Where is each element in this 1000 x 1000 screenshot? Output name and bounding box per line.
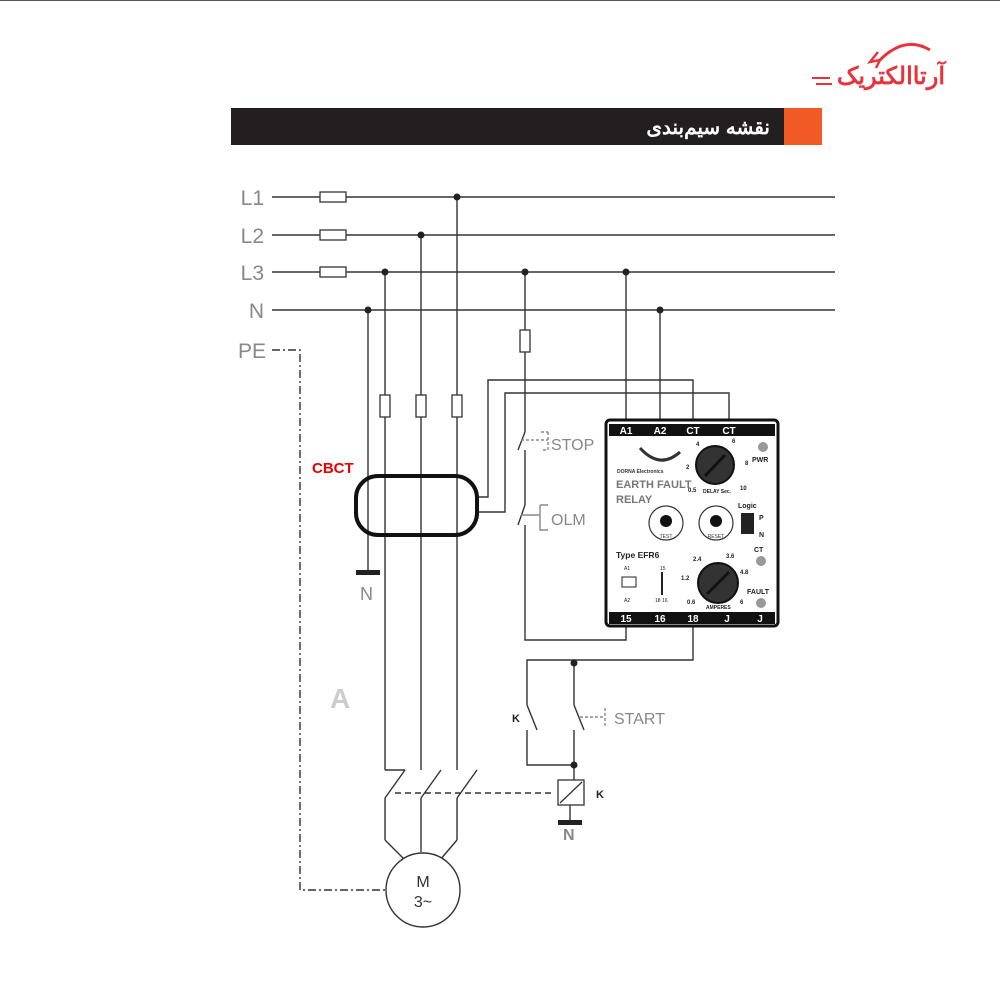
terminal-j2: J — [757, 614, 763, 625]
ct-label: CT — [754, 547, 764, 554]
relay-coil-symbol — [621, 576, 637, 588]
terminal-a1: A1 — [620, 426, 633, 437]
logic-label: Logic — [738, 503, 757, 510]
sym-1816: 18 16 — [655, 598, 668, 604]
fuses — [319, 191, 585, 806]
k-coil-label: K — [596, 789, 604, 801]
terminal-15: 15 — [620, 614, 632, 625]
header-bar — [231, 108, 784, 145]
test-label: TEST — [660, 534, 673, 540]
line-label-pe: PE — [238, 340, 266, 363]
test-button[interactable]: TEST — [648, 505, 684, 541]
olm-label: OLM — [551, 512, 586, 529]
amp-tick: 4.8 — [740, 570, 749, 576]
logic-n: N — [759, 532, 764, 539]
amp-tick: 1.2 — [681, 576, 690, 582]
delay-tick: 6 — [732, 439, 736, 445]
motor-phase-label: 3~ — [414, 894, 432, 911]
line-label-l2: L2 — [241, 225, 264, 248]
amp-tick: 2.4 — [693, 557, 702, 563]
top-border — [0, 0, 1000, 1]
terminal-18: 18 — [687, 614, 699, 625]
reset-button[interactable]: RESET — [698, 505, 734, 541]
sym-15: 15 — [660, 566, 666, 572]
amperes-label: AMPERES — [706, 605, 731, 611]
delay-tick: 4 — [696, 442, 700, 448]
motor — [385, 852, 461, 928]
sym-a1: A1 — [624, 566, 630, 572]
pwr-led — [758, 442, 768, 452]
terminal-ct1: CT — [686, 426, 699, 437]
start-label: START — [614, 711, 665, 728]
k-contact-label: K — [512, 713, 520, 725]
relay-brand: DORNA Electronics — [617, 469, 664, 475]
delay-label: DELAY Sec. — [703, 489, 732, 495]
pwr-label: PWR — [752, 457, 768, 464]
stop-label: STOP — [551, 437, 594, 454]
cbct-neutral-label: N — [360, 584, 373, 604]
delay-tick: 0.5 — [688, 488, 697, 494]
relay-type: Type EFR6 — [616, 550, 660, 560]
brand-logo: آرتاالکتریک — [812, 42, 946, 91]
terminal-a2: A2 — [654, 426, 667, 437]
header-accent — [784, 108, 822, 145]
coil-neutral-label: N — [563, 827, 575, 844]
terminal-j1: J — [724, 614, 730, 625]
line-label-n: N — [249, 300, 264, 323]
relay-title-2: RELAY — [616, 494, 653, 506]
amp-tick: 0.6 — [687, 600, 696, 606]
terminal-ct2: CT — [722, 426, 735, 437]
fault-label: FAULT — [747, 589, 770, 596]
amp-tick: 6 — [740, 600, 744, 606]
amp-tick: 3.6 — [726, 554, 735, 560]
motor-label: M — [416, 874, 429, 891]
fault-led — [756, 598, 766, 608]
relay-title-1: EARTH FAULT — [616, 479, 692, 491]
line-label-l3: L3 — [241, 262, 264, 285]
line-label-l1: L1 — [241, 187, 264, 210]
sym-a2: A2 — [624, 598, 630, 604]
cbct-label: CBCT — [312, 460, 354, 477]
terminal-16: 16 — [654, 614, 666, 625]
ct-led — [756, 556, 766, 566]
earth-fault-relay: A1 A2 CT CT 15 16 18 J J DORNA Electroni… — [604, 418, 780, 628]
delay-tick: 2 — [686, 465, 690, 471]
delay-tick: 10 — [740, 486, 747, 492]
logic-switch[interactable] — [741, 513, 754, 534]
logic-p: P — [759, 515, 764, 522]
header-title: نقشه سیم‌بندی — [646, 117, 770, 140]
cbct-sensor — [354, 474, 479, 537]
delay-tick: 8 — [745, 461, 749, 467]
watermark-logo: A — [330, 683, 350, 714]
reset-label: RESET — [708, 534, 725, 540]
logo-text: آرتاالکتریک — [837, 60, 946, 91]
